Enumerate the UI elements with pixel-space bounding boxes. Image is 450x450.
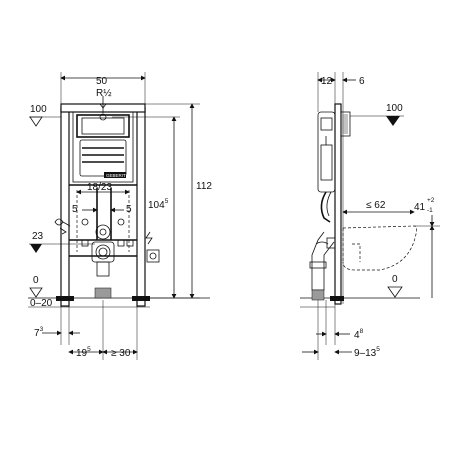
dim-reach-62: ≤ 62 [342,200,415,215]
dim-18-23: 18/23 [76,182,130,195]
svg-text:23: 23 [32,231,44,242]
dim-height-41: 41 +2 -1 [414,197,440,298]
dim-6: 6 [342,76,365,87]
cistern: GEBERIT [72,111,134,183]
level-100-left: 100 [29,104,61,127]
drain-connector [91,224,115,299]
flush-pipe [320,191,332,223]
electric-symbol-icon [145,231,153,245]
svg-text:41: 41 [414,202,426,213]
wc-pan [342,225,418,271]
dim-30: ≥ 30 [111,348,131,359]
svg-text:112: 112 [196,181,212,192]
svg-text:R½: R½ [96,88,112,99]
dim-bottom: 73 195 ≥ 30 [34,300,138,360]
svg-text:50: 50 [96,76,108,87]
svg-text:18/23: 18/23 [87,182,112,193]
svg-text:1045: 1045 [148,198,169,211]
level-0-right: 0 [387,274,403,298]
svg-text:6: 6 [359,76,365,87]
svg-text:≤ 62: ≤ 62 [366,200,386,211]
svg-text:12: 12 [321,76,333,87]
dim-7: 73 [34,326,44,339]
range-0-20: 0–20 [30,298,53,309]
dim-bottom-side: 48 9–135 [302,300,380,360]
side-drain [309,231,336,301]
water-supply-icon [99,96,107,121]
dim-12: 12 [317,72,344,112]
water-hand-icon [54,218,71,235]
connector-row [81,239,134,247]
front-view: GEBERIT [28,72,212,360]
bolt-left [81,218,125,226]
svg-text:+2: +2 [427,197,435,204]
dim-4: 48 [354,328,364,341]
dim-9-13: 9–135 [354,346,380,359]
power-outlet-icon [146,249,160,263]
level-0-left: 0 [29,275,43,298]
dim-height-104: 1045 [112,116,180,299]
svg-text:100: 100 [386,103,403,114]
svg-text:5: 5 [126,204,132,215]
side-frame [317,103,351,305]
svg-text:0: 0 [33,275,39,286]
svg-text:-1: -1 [427,207,433,214]
side-view: 12 6 100 ≤ 62 41 +2 -1 0 [300,72,440,360]
level-100-right: 100 [350,103,404,126]
dim-5-left: 5 [72,204,98,215]
level-23-left: 23 [29,231,95,253]
svg-text:0: 0 [392,274,398,285]
dim-5-right: 5 [110,204,132,215]
svg-text:5: 5 [72,204,78,215]
brand-label: GEBERIT [106,173,126,178]
svg-text:100: 100 [30,104,47,115]
dim-19: 195 [76,346,91,359]
dim-width-50: 50 R½ [60,72,146,104]
